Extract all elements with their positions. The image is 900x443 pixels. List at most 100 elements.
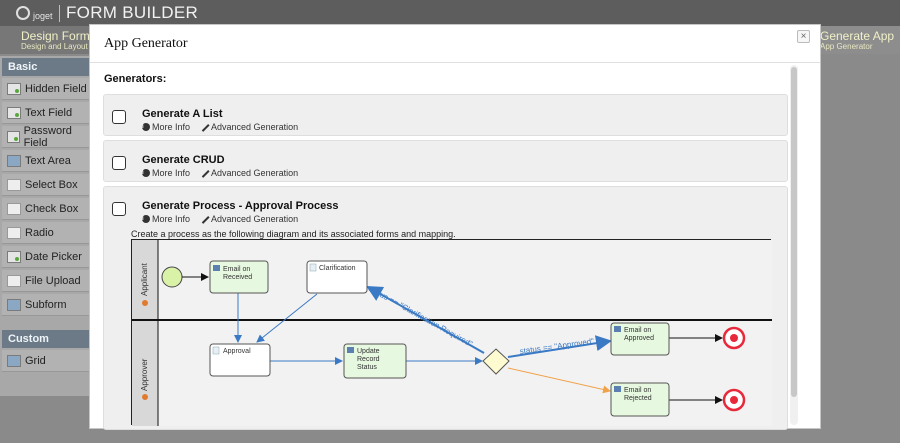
info-icon: i xyxy=(142,123,150,131)
generators-label: Generators: xyxy=(104,73,167,85)
file-upload-icon xyxy=(7,274,21,287)
palette-item-label: Date Picker xyxy=(25,250,82,263)
palette-item-radio[interactable]: Radio xyxy=(2,222,90,244)
advanced-generation-link[interactable]: Advanced Generation xyxy=(200,168,298,178)
activity-approval[interactable]: Approval xyxy=(209,343,271,377)
palette-item-label: Radio xyxy=(25,226,54,239)
activity-label: Clarification xyxy=(319,265,356,272)
advanced-generation-link[interactable]: Advanced Generation xyxy=(200,214,298,224)
palette-item-label: Select Box xyxy=(25,178,78,191)
wand-icon xyxy=(200,123,209,131)
palette-item-label: Hidden Field xyxy=(25,82,87,95)
end-event-approved[interactable] xyxy=(722,326,746,350)
palette-item-text-area[interactable]: Text Area xyxy=(2,150,90,172)
palette-item-hidden-field[interactable]: Hidden Field xyxy=(2,78,90,100)
decision-gateway[interactable] xyxy=(482,348,510,375)
dialog-scrollbar[interactable] xyxy=(790,65,798,425)
header-divider xyxy=(59,5,60,22)
advanced-generation-label: Advanced Generation xyxy=(211,214,299,224)
palette-custom-header: Custom xyxy=(2,330,90,348)
page-title: FORM BUILDER xyxy=(66,3,199,22)
advanced-generation-label: Advanced Generation xyxy=(211,168,299,178)
date-picker-icon xyxy=(7,250,21,263)
joget-logo-icon xyxy=(16,6,30,20)
flow-clarification-to-approval xyxy=(256,293,318,343)
tool-icon xyxy=(614,326,621,332)
generate-list-checkbox[interactable] xyxy=(112,110,126,124)
process-diagram-canvas: Applicant Approver status == "Clarifi xyxy=(132,240,772,426)
app-header: joget FORM BUILDER xyxy=(0,0,900,26)
start-event[interactable] xyxy=(161,266,183,288)
text-area-icon xyxy=(7,154,21,167)
dialog-divider xyxy=(90,62,820,63)
tab-design-form-subtitle: Design and Layout xyxy=(21,42,88,51)
dialog-title: App Generator xyxy=(104,36,188,51)
tool-icon xyxy=(213,265,220,271)
advanced-generation-link[interactable]: Advanced Generation xyxy=(200,122,298,132)
end-event-rejected[interactable] xyxy=(722,388,746,412)
generate-process-checkbox[interactable] xyxy=(112,202,126,216)
palette-item-label: Check Box xyxy=(25,202,79,215)
wand-icon xyxy=(200,215,209,223)
hidden-field-icon xyxy=(7,82,21,95)
flow-gateway-to-approved xyxy=(507,335,612,358)
tab-generate-app-title: Generate App xyxy=(820,29,895,43)
tab-design-form[interactable]: Design Form Design and Layout xyxy=(0,26,90,54)
palette-item-subform[interactable]: Subform xyxy=(2,294,90,316)
generate-crud-checkbox[interactable] xyxy=(112,156,126,170)
wand-icon xyxy=(200,169,209,177)
grid-icon xyxy=(7,354,21,367)
dialog-scrollbar-thumb[interactable] xyxy=(791,67,797,397)
palette-item-label: Text Area xyxy=(25,154,71,167)
advanced-generation-label: Advanced Generation xyxy=(211,122,299,132)
palette-item-date-picker[interactable]: Date Picker xyxy=(2,246,90,268)
participant-icon xyxy=(142,300,148,306)
form-icon xyxy=(309,263,317,272)
select-box-icon xyxy=(7,178,21,191)
logo-text: joget xyxy=(33,11,53,21)
flow-gateway-to-clarification xyxy=(366,286,485,354)
radio-icon xyxy=(7,226,21,239)
generator-name: Generate CRUD xyxy=(142,154,225,166)
form-icon xyxy=(212,346,220,355)
tool-icon xyxy=(614,386,621,392)
palette-item-text-field[interactable]: Text Field xyxy=(2,102,90,124)
palette-item-select-box[interactable]: Select Box xyxy=(2,174,90,196)
more-info-label: More Info xyxy=(152,214,191,224)
palette-item-file-upload[interactable]: File Upload xyxy=(2,270,90,292)
more-info-label: More Info xyxy=(152,122,191,132)
tab-design-form-title: Design Form xyxy=(21,29,90,43)
subform-icon xyxy=(7,298,21,311)
tab-generate-app[interactable]: Generate App App Generator xyxy=(820,26,900,54)
palette-item-label: Grid xyxy=(25,354,46,367)
palette-item-password-field[interactable]: Password Field xyxy=(2,124,90,149)
info-icon: i xyxy=(142,215,150,223)
text-field-icon xyxy=(7,106,21,119)
palette-item-check-box[interactable]: Check Box xyxy=(2,198,90,220)
palette-basic-header: Basic xyxy=(2,58,90,76)
palette-item-grid[interactable]: Grid xyxy=(2,350,90,372)
more-info-label: More Info xyxy=(152,168,191,178)
generator-name: Generate Process - Approval Process xyxy=(142,200,339,212)
app-generator-dialog: App Generator × Generators: Generate A L… xyxy=(89,24,821,430)
activity-clarification[interactable]: Clarification xyxy=(306,260,368,294)
close-icon[interactable]: × xyxy=(797,30,810,43)
check-box-icon xyxy=(7,202,21,215)
palette-item-label: Password Field xyxy=(23,124,72,149)
